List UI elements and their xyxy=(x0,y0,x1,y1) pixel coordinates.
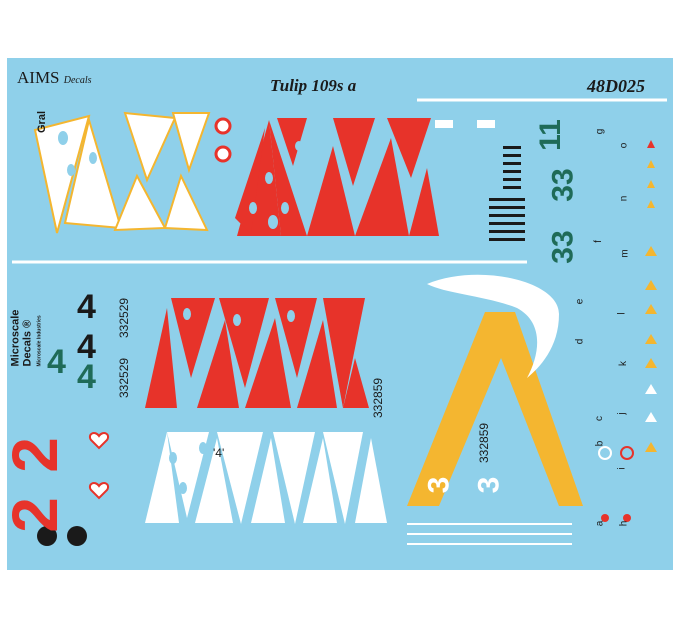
letter-label: e xyxy=(574,298,586,305)
number-3-white: 3 xyxy=(472,476,506,494)
letter-label: i xyxy=(616,467,628,470)
tick-mark: '4' xyxy=(213,446,225,460)
number-4-black: 4 xyxy=(77,288,96,326)
letter-label: n xyxy=(618,195,630,202)
letter-label: d xyxy=(574,338,586,345)
roundels xyxy=(598,446,634,522)
printer-line2: Decals ® xyxy=(21,319,34,367)
brand-logo: AIMS Decals xyxy=(17,68,92,88)
gral-label: Gral xyxy=(36,110,49,134)
number-4-black: 4 xyxy=(77,328,96,366)
number-3-white: 3 xyxy=(422,476,456,494)
red-tulip-flames-lower xyxy=(145,298,369,408)
number-2-red: 2 xyxy=(0,437,71,473)
white-tulip-flames-lower xyxy=(145,432,387,524)
red-tulip-flames-upper xyxy=(235,118,439,236)
red-flame-holes-lower xyxy=(183,308,295,326)
yellow-chevron xyxy=(407,312,583,506)
white-stripes xyxy=(407,523,572,545)
serial-number: 332859 xyxy=(371,377,385,418)
letter-label: k xyxy=(618,361,629,366)
serial-number: 332529 xyxy=(117,297,131,338)
letter-label: a xyxy=(594,520,606,527)
number-11-green: 11 xyxy=(533,119,567,151)
letter-label: c xyxy=(594,416,605,421)
heart-emblems xyxy=(89,432,109,500)
number-2-red: 2 xyxy=(0,497,71,533)
letter-label: m xyxy=(619,249,631,258)
number-33-green: 33 xyxy=(546,168,580,202)
letter-label: b xyxy=(594,440,606,447)
serial-number: 332859 xyxy=(477,422,491,463)
decal-sheet: AIMS Decals Tulip 109s a 48D025 Gral Mic… xyxy=(0,58,673,570)
letter-label: j xyxy=(616,412,628,415)
white-flame-holes xyxy=(39,131,97,212)
red-emblems xyxy=(214,117,232,163)
number-33-green: 33 xyxy=(546,230,580,264)
white-tulip-flames-upper xyxy=(33,111,211,234)
letter-label: o xyxy=(618,142,630,149)
letter-label: l xyxy=(616,312,628,315)
letter-label: h xyxy=(618,520,630,527)
printer-line1: Microscale xyxy=(9,309,22,367)
squadron-emblems xyxy=(37,526,87,546)
serial-number: 332529 xyxy=(117,357,131,398)
small-triangle-markers xyxy=(645,140,657,452)
white-number-1 xyxy=(435,120,495,128)
printer-small: Microscale Industries xyxy=(36,315,43,367)
letter-label: g xyxy=(594,128,606,135)
black-bar-strips xyxy=(489,146,525,241)
decal-artwork xyxy=(12,98,667,546)
brand-sub: Decals xyxy=(63,75,92,86)
number-4-green: 4 xyxy=(47,343,66,381)
white-flame-holes-lower xyxy=(169,442,207,494)
letter-label: f xyxy=(592,240,604,243)
printer-logo: Microscale Decals ® Microscale Industrie… xyxy=(9,310,45,367)
white-swoosh xyxy=(427,274,559,378)
sheet-code: 48D025 xyxy=(587,76,645,96)
number-4-green: 4 xyxy=(77,358,96,396)
sheet-title: Tulip 109s a xyxy=(270,76,357,95)
brand-main: AIMS xyxy=(17,68,60,87)
red-flame-holes xyxy=(249,141,303,229)
